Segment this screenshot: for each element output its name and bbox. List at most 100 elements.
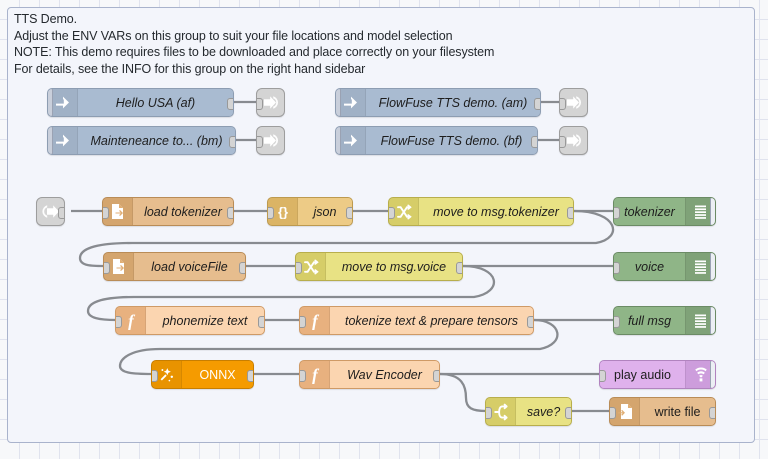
audio-toggle-square (715, 368, 716, 381)
node-label: json (298, 198, 352, 225)
inject-node-hello-usa[interactable]: Hello USA (af) (47, 88, 234, 117)
node-label: save? (516, 398, 571, 425)
link-out-node-2[interactable] (256, 126, 285, 155)
debug-enable-toggle[interactable] (710, 198, 715, 225)
group-comment-text: TTS Demo. Adjust the ENV VARs on this gr… (14, 12, 495, 76)
switch-node-save[interactable]: save? (485, 397, 572, 426)
function-node-tokenize-prepare-tensors[interactable]: f tokenize text & prepare tensors (299, 306, 534, 335)
input-port[interactable] (614, 206, 620, 219)
link-out-icon (257, 89, 284, 116)
input-port[interactable] (560, 135, 566, 148)
file-out-icon (610, 398, 640, 425)
inject-button-square (47, 97, 48, 109)
svg-text:f: f (128, 312, 136, 330)
node-label: ONNX (182, 361, 253, 388)
input-port[interactable] (257, 135, 263, 148)
inject-node-label: FlowFuse TTS demo. (am) (366, 89, 540, 116)
input-port[interactable] (300, 315, 306, 328)
svg-text:{}: {} (277, 204, 287, 219)
change-node-move-to-tokenizer[interactable]: move to msg.tokenizer (388, 197, 574, 226)
file-icon (103, 198, 133, 225)
change-node-move-to-voice[interactable]: move to msg.voice (295, 252, 463, 281)
output-port[interactable] (247, 369, 253, 382)
output-port[interactable] (58, 206, 64, 219)
inject-trigger-button[interactable] (48, 127, 53, 154)
link-out-node-4[interactable] (559, 126, 588, 155)
audio-enable-toggle[interactable] (710, 361, 716, 388)
function-node-wav-encoder[interactable]: f Wav Encoder (299, 360, 440, 389)
output-port[interactable] (227, 97, 233, 110)
input-port[interactable] (103, 206, 109, 219)
input-port[interactable] (389, 206, 395, 219)
output-port[interactable] (456, 261, 462, 274)
file-in-node-load-tokenizer[interactable]: load tokenizer (102, 197, 234, 226)
node-label: load voiceFile (134, 253, 245, 280)
input-port[interactable] (614, 315, 620, 328)
input-port[interactable] (152, 369, 158, 382)
input-port[interactable] (268, 206, 274, 219)
debug-node-full-msg[interactable]: full msg (613, 306, 716, 335)
file-out-node-write-file[interactable]: write file (609, 397, 716, 426)
inject-node-label: FlowFuse TTS demo. (bf) (366, 127, 537, 154)
node-label: write file (640, 398, 715, 425)
node-label: load tokenizer (133, 198, 233, 225)
node-label: voice (614, 253, 685, 280)
function-f-icon: f (300, 361, 330, 388)
input-port[interactable] (560, 97, 566, 110)
link-out-node-3[interactable] (559, 88, 588, 117)
json-node[interactable]: {} json (267, 197, 353, 226)
input-port[interactable] (614, 261, 620, 274)
output-port[interactable] (239, 261, 245, 274)
inject-trigger-button[interactable] (335, 89, 341, 116)
debug-toggle-square (715, 260, 716, 273)
input-port[interactable] (600, 369, 606, 382)
inject-trigger-button[interactable] (336, 127, 341, 154)
node-label: tokenizer (614, 198, 685, 225)
inject-node-demo-am[interactable]: FlowFuse TTS demo. (am) (335, 88, 541, 117)
input-port[interactable] (300, 369, 306, 382)
output-port[interactable] (534, 97, 540, 110)
link-in-node-1[interactable] (36, 197, 65, 226)
output-port[interactable] (531, 135, 537, 148)
output-port[interactable] (565, 406, 571, 419)
node-label: play audio (600, 361, 685, 388)
inject-button-square (335, 97, 336, 109)
input-port[interactable] (104, 261, 110, 274)
node-label: full msg (614, 307, 685, 334)
link-in-icon (37, 198, 64, 225)
svg-text:f: f (312, 366, 320, 384)
function-node-phonemize-text[interactable]: f phonemize text (115, 306, 265, 335)
output-port[interactable] (709, 406, 715, 419)
input-port[interactable] (116, 315, 122, 328)
input-port[interactable] (486, 406, 492, 419)
inject-arrow-icon (336, 127, 366, 154)
input-port[interactable] (257, 97, 263, 110)
inject-node-maintenance[interactable]: Mainteneance to... (bm) (47, 126, 236, 155)
input-port[interactable] (296, 261, 302, 274)
output-port[interactable] (258, 315, 264, 328)
link-out-node-1[interactable] (256, 88, 285, 117)
output-port[interactable] (433, 369, 439, 382)
debug-enable-toggle[interactable] (710, 253, 716, 280)
output-port[interactable] (346, 206, 352, 219)
inject-trigger-button[interactable] (47, 89, 53, 116)
link-out-icon (560, 127, 587, 154)
onnx-node[interactable]: ONNX (151, 360, 254, 389)
audio-out-node-play-audio[interactable]: play audio (599, 360, 716, 389)
inject-node-demo-bf[interactable]: FlowFuse TTS demo. (bf) (335, 126, 538, 155)
inject-node-label: Mainteneance to... (bm) (78, 127, 235, 154)
output-port[interactable] (527, 315, 533, 328)
output-port[interactable] (227, 206, 233, 219)
node-label: move to msg.tokenizer (419, 198, 573, 225)
output-port[interactable] (229, 135, 235, 148)
debug-node-tokenizer[interactable]: tokenizer (613, 197, 716, 226)
file-in-node-load-voicefile[interactable]: load voiceFile (103, 252, 246, 281)
node-label: move to msg.voice (326, 253, 462, 280)
inject-arrow-icon (48, 127, 78, 154)
input-port[interactable] (610, 406, 616, 419)
debug-enable-toggle[interactable] (710, 307, 715, 334)
output-port[interactable] (567, 206, 573, 219)
debug-node-voice[interactable]: voice (613, 252, 716, 281)
node-label: Wav Encoder (330, 361, 439, 388)
